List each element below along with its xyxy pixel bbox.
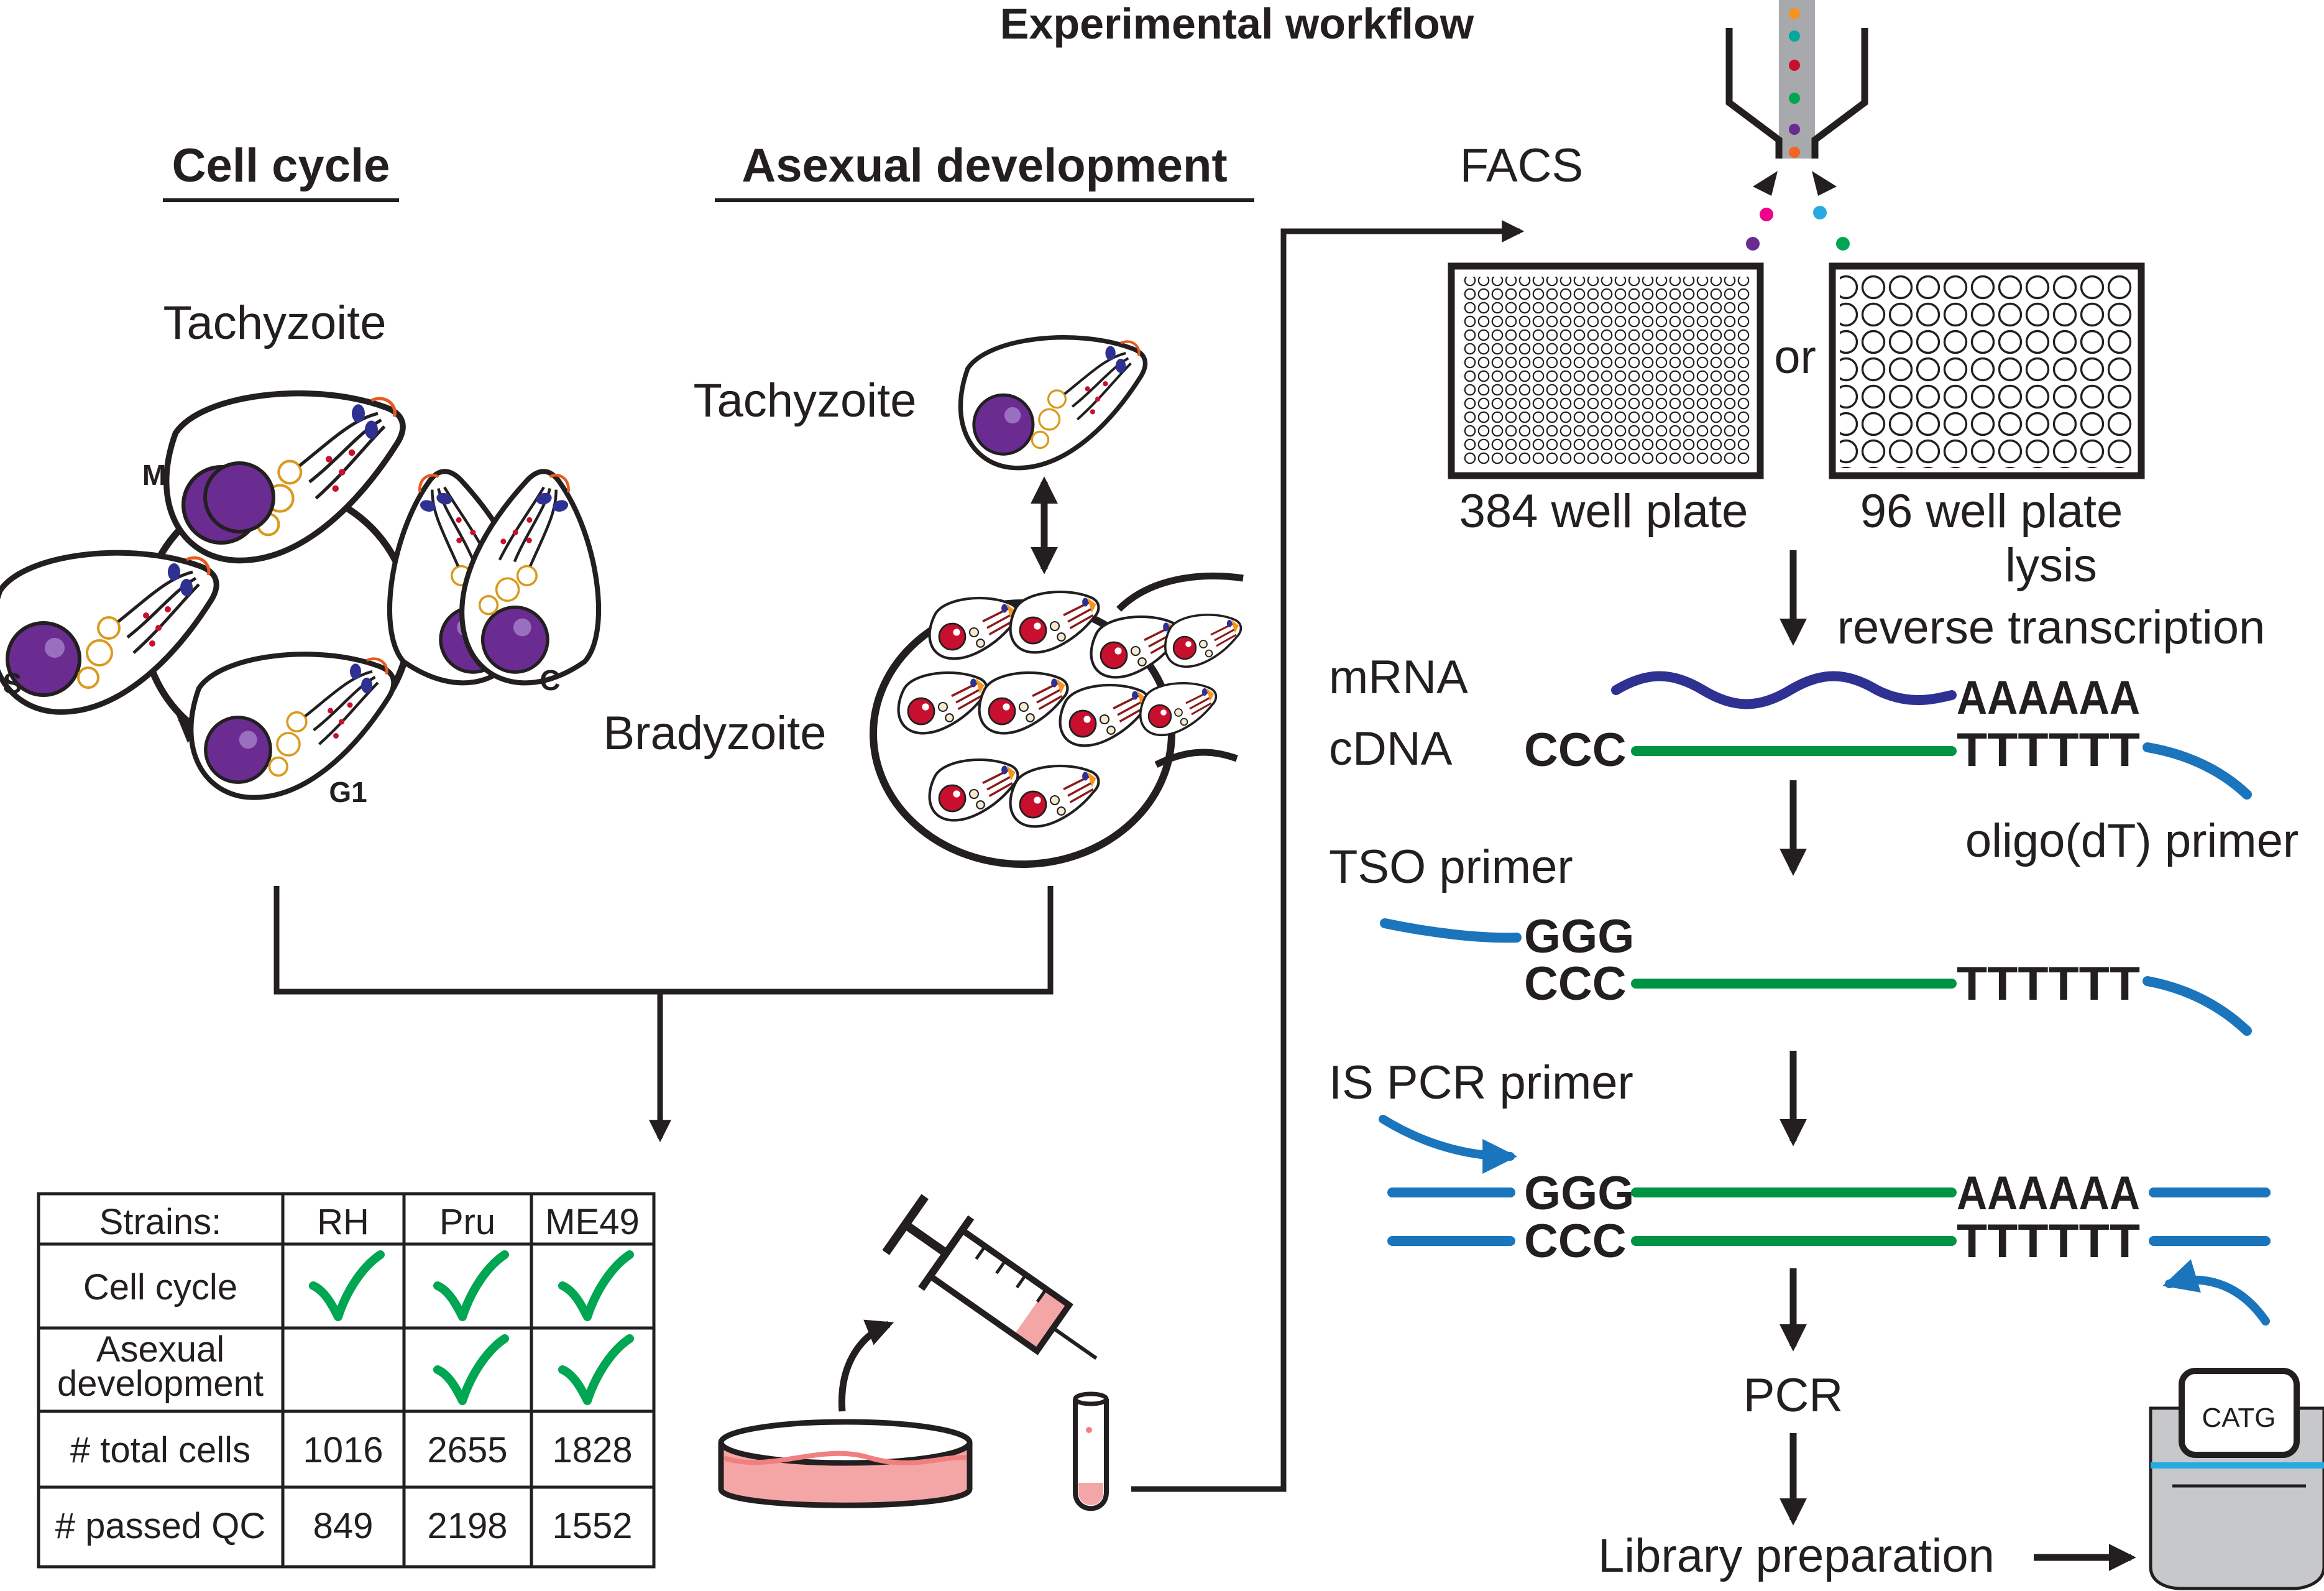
bradyzoite <box>1139 682 1218 737</box>
cell-cycle-panel: Cell cycle Tachyzoite M S C G1 <box>0 139 620 808</box>
ggg-cap: GGG <box>1524 910 1634 963</box>
table-cell-value: 1828 <box>552 1430 632 1470</box>
phase-s-label: S <box>3 667 22 699</box>
is-pcr-label: IS PCR primer <box>1329 1056 1633 1109</box>
phase-m-label: M <box>142 459 166 491</box>
plate-96-icon <box>1829 262 2145 479</box>
parasite-m-daughter-nucleus <box>203 461 275 533</box>
sequencer-label: CATG <box>2202 1403 2276 1433</box>
polya-tail: AAAAAA <box>1957 671 2140 724</box>
sorter-nozzle-icon <box>1725 0 1868 251</box>
library-preparation-step: Library preparation <box>1598 1529 1995 1582</box>
to-facs-connector <box>1131 220 1525 1492</box>
or-label: or <box>1774 331 1816 384</box>
page-title: Experimental workflow <box>1000 0 1474 48</box>
facs-section: FACS 384 well plate or 96 <box>1448 0 2145 538</box>
sequencer-icon: CATG <box>2149 1368 2324 1590</box>
checkmark-icon <box>558 1250 634 1321</box>
ccc-overhang: CCC <box>1524 957 1627 1010</box>
table-row-label: # total cells <box>70 1430 250 1470</box>
table-header-rh: RH <box>317 1202 369 1242</box>
facs-label: FACS <box>1460 139 1584 192</box>
table-row-label: # passed QC <box>55 1506 266 1546</box>
mrna-strand <box>1611 671 1957 709</box>
ccc-overhang: CCC <box>1524 1215 1627 1268</box>
parasite-s <box>0 553 216 712</box>
ccc-overhang: CCC <box>1524 724 1627 777</box>
oligo-dt-tail <box>2143 976 2252 1036</box>
ggg-cap: GGG <box>1524 1167 1634 1220</box>
table-cell-value: 849 <box>313 1506 374 1546</box>
table-row-label: Cell cycle <box>83 1267 237 1307</box>
checkmark-icon <box>433 1334 509 1405</box>
lysis-step: lysis <box>2005 539 2097 592</box>
oligo-dt-label: oligo(dT) primer <box>1965 814 2299 867</box>
bradyzoite-label: Bradyzoite <box>603 707 826 760</box>
phase-c-label: C <box>540 664 560 696</box>
polyt-primer-text: TTTTTT <box>1957 1215 2140 1268</box>
rt-molecules: mRNA cDNA AAAAAA CCC TTTTTT oligo(dT) pr… <box>1329 651 2299 867</box>
is-pcr-arrow <box>1379 1115 1518 1174</box>
pcr-step: PCR <box>1743 1369 1843 1422</box>
sample-prep <box>718 1194 1109 1511</box>
tso-strand <box>1380 918 1522 943</box>
petri-dish-icon <box>718 1419 973 1508</box>
table-row-label: Asexual <box>96 1329 224 1370</box>
asexual-tachyzoite-label: Tachyzoite <box>693 374 916 427</box>
cell-cycle-tachyzoite-label: Tachyzoite <box>163 297 386 349</box>
parasite-m <box>167 394 403 561</box>
tso-label: TSO primer <box>1329 841 1573 893</box>
tso-molecules: TSO primer GGG CCC TTTTTT <box>1329 841 2252 1036</box>
bradyzoite <box>1164 614 1242 668</box>
table-header-pru: Pru <box>439 1202 495 1242</box>
checkmark-icon <box>309 1250 385 1321</box>
syringe-icon <box>882 1194 1098 1360</box>
phase-g1-label: G1 <box>329 776 367 808</box>
polyt-primer-text: TTTTTT <box>1957 957 2140 1010</box>
pcr-molecules: IS PCR primer GGG CCC AAAAAA TTTTTT <box>1329 1056 2271 1326</box>
transfer-arrow <box>838 1319 894 1412</box>
strain-table: Strains: RH Pru ME49 Cell cycle Asexual … <box>37 1192 656 1569</box>
asexual-heading: Asexual development <box>742 139 1227 192</box>
table-header-me49: ME49 <box>545 1202 640 1242</box>
mrna-label: mRNA <box>1329 651 1468 704</box>
merge-connector <box>273 886 1054 1143</box>
tissue-cyst <box>870 573 1244 868</box>
is-pcr-arrow <box>2162 1259 2270 1326</box>
plate-384-icon <box>1448 262 1764 479</box>
check-layer <box>309 1250 634 1405</box>
tube-icon <box>1073 1391 1109 1511</box>
asexual-tachyzoite <box>960 338 1145 468</box>
table-row-label: development <box>57 1363 264 1404</box>
checkmark-icon <box>558 1334 634 1405</box>
cell-cycle-heading: Cell cycle <box>172 139 390 192</box>
table-cell-value: 1016 <box>303 1430 383 1470</box>
plate-96-label: 96 well plate <box>1860 485 2123 538</box>
asexual-panel: Asexual development Tachyzoite Bradyzoit… <box>603 139 1254 868</box>
table-header-strains: Strains: <box>99 1202 222 1242</box>
polyt-primer-text: TTTTTT <box>1957 724 2140 777</box>
plate-384-label: 384 well plate <box>1459 485 1748 538</box>
table-cell-value: 1552 <box>552 1506 632 1546</box>
reverse-transcription-step: reverse transcription <box>1837 601 2266 654</box>
table-cell-value: 2198 <box>427 1506 507 1546</box>
checkmark-icon <box>433 1250 509 1321</box>
table-cell-value: 2655 <box>427 1430 507 1470</box>
polya-tail: AAAAAA <box>1957 1167 2140 1220</box>
cdna-label: cDNA <box>1329 722 1453 775</box>
oligo-dt-tail <box>2143 742 2252 800</box>
